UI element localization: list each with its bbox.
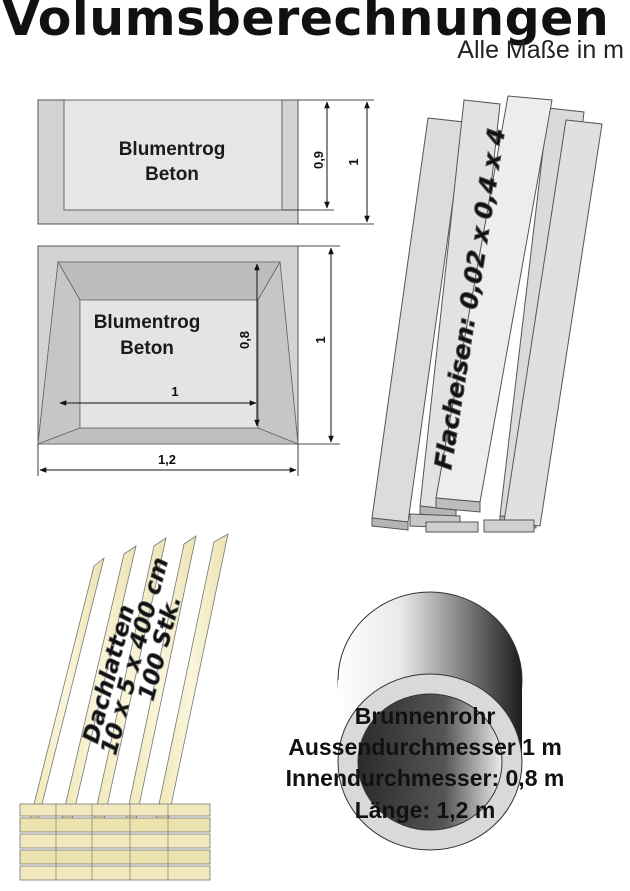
- well-pipe: Brunnenrohr Aussendurchmesser 1 m Innend…: [286, 591, 565, 851]
- trough-top-label-1: Blumentrog: [94, 312, 201, 333]
- trough-side-label-1: Blumentrog: [119, 139, 226, 160]
- trough-side-view: Blumentrog Beton 0,9 1: [37, 99, 374, 225]
- dim-side-outer-height: 1: [346, 158, 361, 165]
- pipe-label-2: Aussendurchmesser 1 m: [288, 734, 562, 760]
- units-note: Alle Maße in m: [457, 36, 624, 64]
- dim-top-inner-width: 1: [171, 384, 178, 399]
- trough-top-view: Blumentrog Beton 1 0,8 1 1,2: [37, 245, 340, 476]
- pipe-label-1: Brunnenrohr: [355, 703, 496, 729]
- page-title: Volumsberechnungen: [2, 0, 610, 47]
- dim-side-inner-height: 0,9: [311, 151, 326, 169]
- flat-iron-stack: Flacheisen: 0,02 x 0,4 x 4: [371, 95, 603, 533]
- dim-top-outer-height: 1: [313, 336, 328, 343]
- trough-top-label-2: Beton: [120, 338, 174, 359]
- pipe-label-4: Länge: 1,2 m: [355, 797, 496, 823]
- dim-top-outer-width: 1,2: [158, 452, 176, 467]
- batten-stack: Dachlatten 10 x 5 x 400 cm 100 Stk.: [19, 533, 229, 881]
- pipe-label-3: Innendurchmesser: 0,8 m: [286, 765, 565, 791]
- trough-side-label-2: Beton: [145, 164, 199, 185]
- dim-top-inner-height: 0,8: [237, 331, 252, 349]
